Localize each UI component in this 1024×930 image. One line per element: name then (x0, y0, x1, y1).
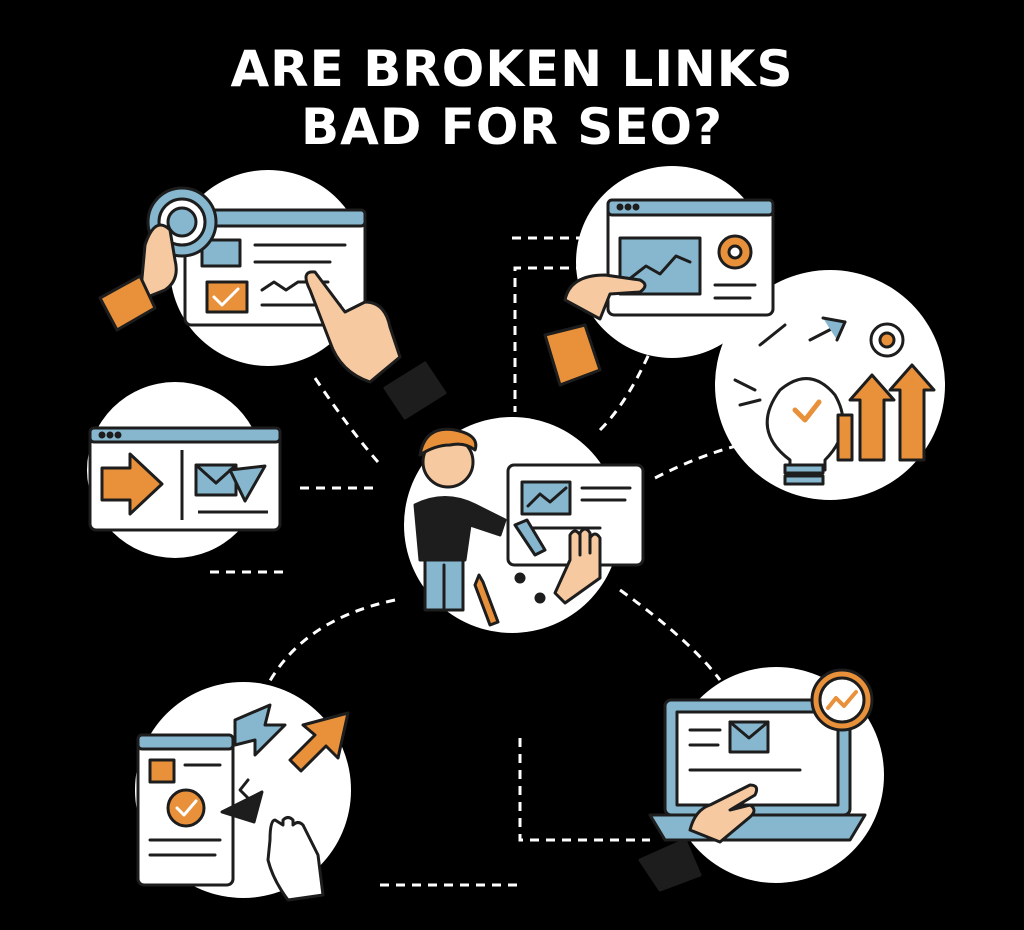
title-line-1: ARE BROKEN LINKS (230, 40, 794, 98)
lightbulb-icon (765, 377, 845, 486)
redirect-arrow-browser (88, 426, 282, 532)
hand-tapping-analytics-chart (543, 198, 775, 387)
title-line-2: BAD FOR SEO? (301, 98, 723, 156)
pencil-icon (473, 573, 500, 627)
broken-link-icon (233, 703, 287, 757)
gear-icon (717, 234, 753, 270)
arrow-right-icon (100, 452, 164, 516)
laptop-trend-notification (638, 668, 874, 892)
hand-pressing-button-browser (98, 186, 447, 420)
arrow-up-right-icon (288, 711, 350, 773)
trend-icon (810, 668, 874, 732)
page-title: ARE BROKEN LINKS BAD FOR SEO? (0, 40, 1024, 156)
person-editing-links (413, 427, 645, 627)
broken-link-document (136, 703, 350, 902)
idea-growth (733, 316, 936, 486)
dashed-connectors (210, 236, 741, 887)
